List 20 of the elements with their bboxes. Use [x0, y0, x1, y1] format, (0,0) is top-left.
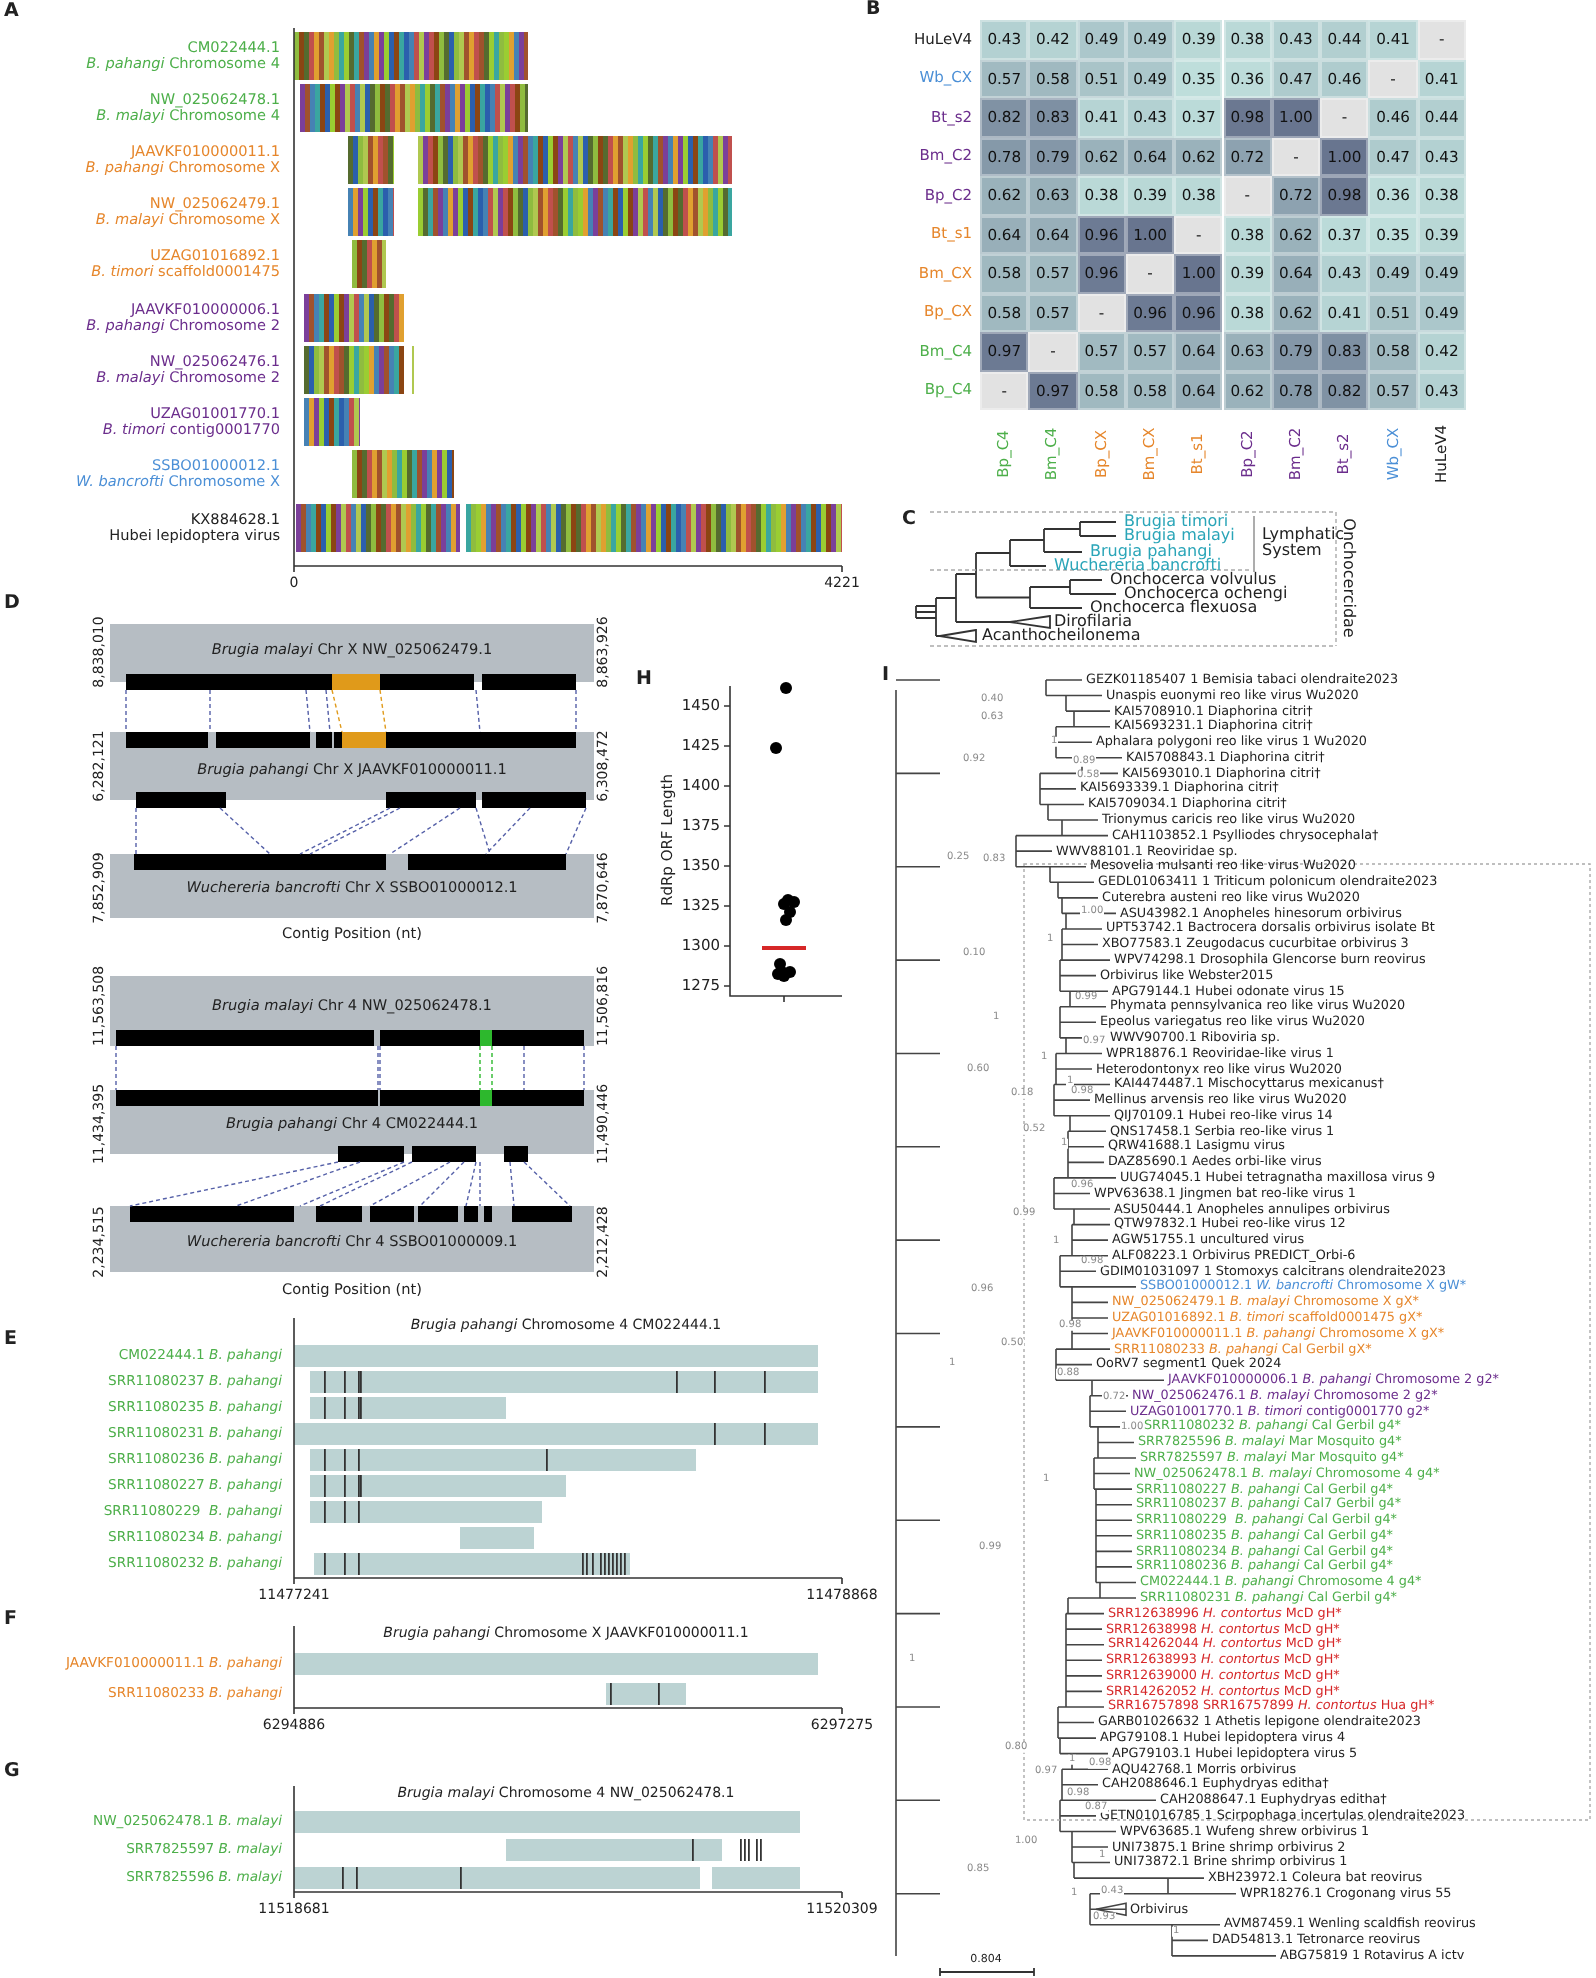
taxon-label: Brugia malayi [1124, 527, 1235, 544]
taxon-label: Onchocerca flexuosa [1090, 599, 1258, 616]
panel-letter: I [882, 666, 890, 686]
panel-letter: G [4, 1762, 20, 1782]
panel-letter: C [902, 510, 916, 530]
taxon-label: Onchocerca volvulus [1110, 571, 1277, 588]
panel-letter: B [866, 0, 881, 20]
taxon-label: Dirofilaria [1054, 613, 1132, 630]
taxon-label: Brugia pahangi [1090, 543, 1212, 560]
panel-letter: E [4, 1330, 17, 1350]
panel-letter: A [4, 2, 19, 22]
clade-label: Onchocercidae [1340, 518, 1357, 638]
panel-letter: D [4, 594, 20, 614]
taxon-label: Wuchereria bancrofti [1054, 557, 1222, 574]
taxon-label: Onchocerca ochengi [1124, 585, 1288, 602]
panel-letter: H [636, 670, 652, 690]
panel-letter: F [4, 1610, 17, 1630]
clade-label: Lymphatic System [1262, 527, 1345, 560]
taxon-label: Brugia timori [1124, 513, 1229, 530]
taxon-label: Acanthocheilonema [982, 627, 1141, 645]
